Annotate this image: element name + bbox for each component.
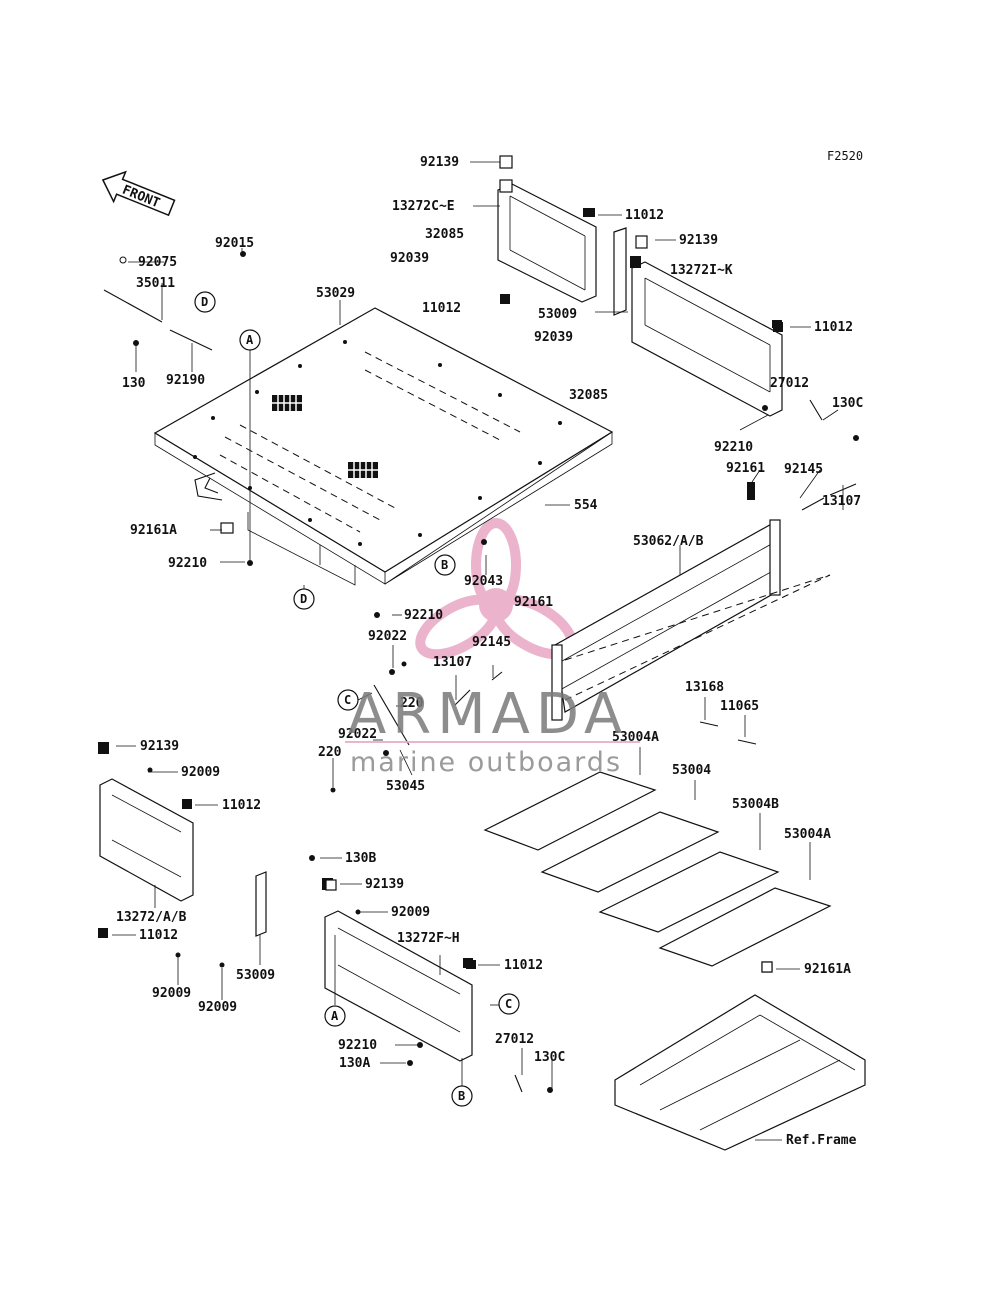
watermark-subtitle: marine outboards (350, 747, 622, 778)
part-label: 92009 (152, 986, 191, 1001)
part-label: 92039 (390, 251, 429, 266)
part-label: 92161 (514, 595, 553, 610)
part-label: 53004B (732, 797, 779, 812)
callout-D-upper: D (194, 291, 216, 313)
part-label: 13107 (433, 655, 472, 670)
callout-A-upper: A (239, 329, 261, 351)
small-hardware (102, 155, 859, 1093)
callout-B-lower: B (451, 1085, 473, 1107)
part-label: 13168 (685, 680, 724, 695)
part-label: 92075 (138, 255, 177, 270)
callout-B-upper: B (434, 554, 456, 576)
part-label: 13272C~E (392, 199, 455, 214)
rear-right-side-panel (613, 227, 783, 417)
svg-text:A: A (331, 1009, 339, 1023)
part-label: 13272I~K (670, 263, 733, 278)
part-label: 11012 (422, 301, 461, 316)
part-label: 13272/A/B (116, 910, 187, 925)
part-label: 92145 (472, 635, 511, 650)
part-label: 53062/A/B (633, 534, 704, 549)
part-label: 11012 (504, 958, 543, 973)
bed-floor-panel (153, 307, 614, 586)
part-label: 92161 (726, 461, 765, 476)
floor-grille-left (272, 395, 302, 411)
svg-text:B: B (441, 558, 448, 572)
floor-grille-right (348, 462, 378, 478)
part-label: 92210 (338, 1038, 377, 1053)
part-label: 92139 (679, 233, 718, 248)
callout-A-lower: A (324, 1005, 346, 1027)
svg-text:B: B (458, 1089, 465, 1103)
part-label: 92139 (365, 877, 404, 892)
part-label: 92009 (181, 765, 220, 780)
svg-text:C: C (344, 693, 351, 707)
figure-code: F2520 (827, 149, 863, 163)
part-label: 32085 (425, 227, 464, 242)
part-label: 130C (832, 396, 863, 411)
part-labels: F2520 92139 13272C~E 11012 32085 92039 9… (116, 149, 863, 1148)
part-label: 11012 (814, 320, 853, 335)
part-label: 11012 (222, 798, 261, 813)
part-label: 32085 (569, 388, 608, 403)
part-label: 27012 (495, 1032, 534, 1047)
part-label: 92210 (404, 608, 443, 623)
part-label: 13107 (822, 494, 861, 509)
part-label: 130A (339, 1056, 370, 1071)
callout-markers: A D D B C A B C (194, 291, 520, 1107)
part-label: 92210 (714, 440, 753, 455)
part-label: 53009 (538, 307, 577, 322)
part-label: 92210 (168, 556, 207, 571)
part-label: 53004A (784, 827, 831, 842)
part-label: 35011 (136, 276, 175, 291)
part-label: 92161A (130, 523, 177, 538)
leader-lines (112, 161, 844, 1141)
part-label: 130C (534, 1050, 565, 1065)
front-right-side-panel (497, 179, 597, 304)
part-label: 53004 (672, 763, 711, 778)
part-label: 92145 (784, 462, 823, 477)
chassis-frame (614, 961, 866, 1151)
part-label: 11012 (139, 928, 178, 943)
svg-text:D: D (300, 592, 307, 606)
part-label: 130 (122, 376, 146, 391)
part-label: 27012 (770, 376, 809, 391)
part-label: 92022 (368, 629, 407, 644)
part-label: 92009 (198, 1000, 237, 1015)
floor-mats (483, 771, 832, 967)
part-label: 554 (574, 498, 598, 513)
part-label: 92039 (534, 330, 573, 345)
svg-text:C: C (505, 997, 512, 1011)
part-label: 92139 (420, 155, 459, 170)
part-label: 13272F~H (397, 931, 460, 946)
part-label: 92043 (464, 574, 503, 589)
part-label: 53029 (316, 286, 355, 301)
watermark-title: ARMADA (348, 682, 628, 747)
part-label: 53045 (386, 779, 425, 794)
part-label: 11012 (625, 208, 664, 223)
part-label: 11065 (720, 699, 759, 714)
part-label: 220 (400, 696, 424, 711)
part-label: 53009 (236, 968, 275, 983)
watermark-logo (415, 518, 577, 660)
svg-text:D: D (201, 295, 208, 309)
part-label: 92015 (215, 236, 254, 251)
tailgate (551, 519, 831, 721)
part-label: Ref.Frame (786, 1133, 857, 1148)
front-arrow-icon: FRONT (101, 170, 176, 217)
part-label: 92022 (338, 727, 377, 742)
part-label: 92139 (140, 739, 179, 754)
svg-text:A: A (246, 333, 254, 347)
part-label: 130B (345, 851, 376, 866)
part-label: 92190 (166, 373, 205, 388)
front-left-side-panel (98, 742, 267, 938)
watermark-text: ARMADA marine outboards (345, 682, 640, 778)
part-label: 92009 (391, 905, 430, 920)
part-label: 220 (318, 745, 342, 760)
callout-C-lower: C (498, 993, 520, 1015)
part-label: 92161A (804, 962, 851, 977)
callout-C-upper: C (337, 689, 359, 711)
callout-D-lower: D (293, 588, 315, 610)
